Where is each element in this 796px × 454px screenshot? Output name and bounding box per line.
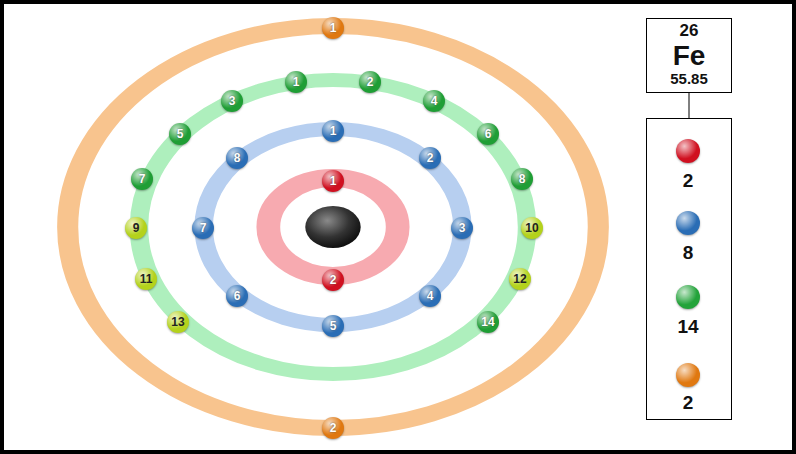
legend-count: 8 <box>683 243 694 263</box>
electron-number: 12 <box>513 273 526 285</box>
electron-number: 5 <box>177 128 184 140</box>
legend-count: 2 <box>683 171 694 191</box>
electron-ball: 7 <box>131 168 153 190</box>
legend-swatch <box>676 211 700 235</box>
electron-ball: 3 <box>221 90 243 112</box>
electron-number: 11 <box>140 273 153 285</box>
electron-ball: 8 <box>226 147 248 169</box>
electron-ball: 5 <box>169 123 191 145</box>
electron-ball: 1 <box>285 71 307 93</box>
electron-ball: 1 <box>322 120 344 142</box>
electron-number: 6 <box>234 290 241 302</box>
electron-ball: 13 <box>167 311 189 333</box>
electron-ball: 12 <box>509 268 531 290</box>
element-text: Fe <box>673 41 706 72</box>
electron-ball: 14 <box>477 311 499 333</box>
electron-number: 14 <box>481 316 494 328</box>
electron-number: 7 <box>139 173 146 185</box>
electron-number: 5 <box>330 320 337 332</box>
electron-number: 3 <box>229 95 236 107</box>
legend-swatch <box>676 363 700 387</box>
electron-ball: 3 <box>451 217 473 239</box>
electron-number: 7 <box>200 222 207 234</box>
electron-number: 13 <box>171 316 184 328</box>
electron-number: 10 <box>525 222 538 234</box>
electron-number: 1 <box>293 76 300 88</box>
electron-number: 1 <box>330 175 337 187</box>
electron-ball: 10 <box>521 217 543 239</box>
electron-ball: 9 <box>125 217 147 239</box>
electron-ball: 2 <box>419 147 441 169</box>
electron-ball: 7 <box>192 217 214 239</box>
electron-number: 6 <box>485 128 492 140</box>
electron-number: 2 <box>330 274 337 286</box>
electron-number: 2 <box>330 422 337 434</box>
electron-ball: 5 <box>322 315 344 337</box>
electron-ball: 4 <box>419 285 441 307</box>
electron-number: 4 <box>427 290 434 302</box>
electron-ball: 4 <box>423 90 445 112</box>
electron-number: 2 <box>427 152 434 164</box>
electron-ball: 1 <box>322 170 344 192</box>
element-text: 55.85 <box>670 71 708 88</box>
legend-count: 2 <box>683 393 694 413</box>
electron-number: 9 <box>133 222 140 234</box>
orbit-ring <box>139 80 527 374</box>
electron-ball: 11 <box>135 268 157 290</box>
electron-number: 2 <box>367 76 374 88</box>
electron-number: 8 <box>234 152 241 164</box>
orbit-ring <box>68 26 599 428</box>
element-text: 26 <box>680 22 699 41</box>
electron-ball: 2 <box>322 417 344 439</box>
electron-number: 8 <box>519 173 526 185</box>
orbit-ring <box>268 178 397 276</box>
electron-ball: 8 <box>511 168 533 190</box>
orbit-ring <box>204 129 463 325</box>
legend-count: 14 <box>677 317 698 337</box>
electron-number: 1 <box>330 125 337 137</box>
leader-line <box>689 93 690 118</box>
electron-ball: 2 <box>322 269 344 291</box>
electron-ball: 1 <box>322 17 344 39</box>
electron-ball: 2 <box>359 71 381 93</box>
orbit-group <box>68 26 599 428</box>
electron-ball: 6 <box>477 123 499 145</box>
legend-swatch <box>676 139 700 163</box>
nucleus <box>305 206 360 248</box>
electron-number: 4 <box>431 95 438 107</box>
legend-box: 2 8 14 2 <box>646 118 732 420</box>
electron-number: 3 <box>459 222 466 234</box>
electron-ball: 6 <box>226 285 248 307</box>
electron-number: 1 <box>330 22 337 34</box>
legend-swatch <box>676 285 700 309</box>
element-box: 26Fe55.85 <box>646 18 732 93</box>
